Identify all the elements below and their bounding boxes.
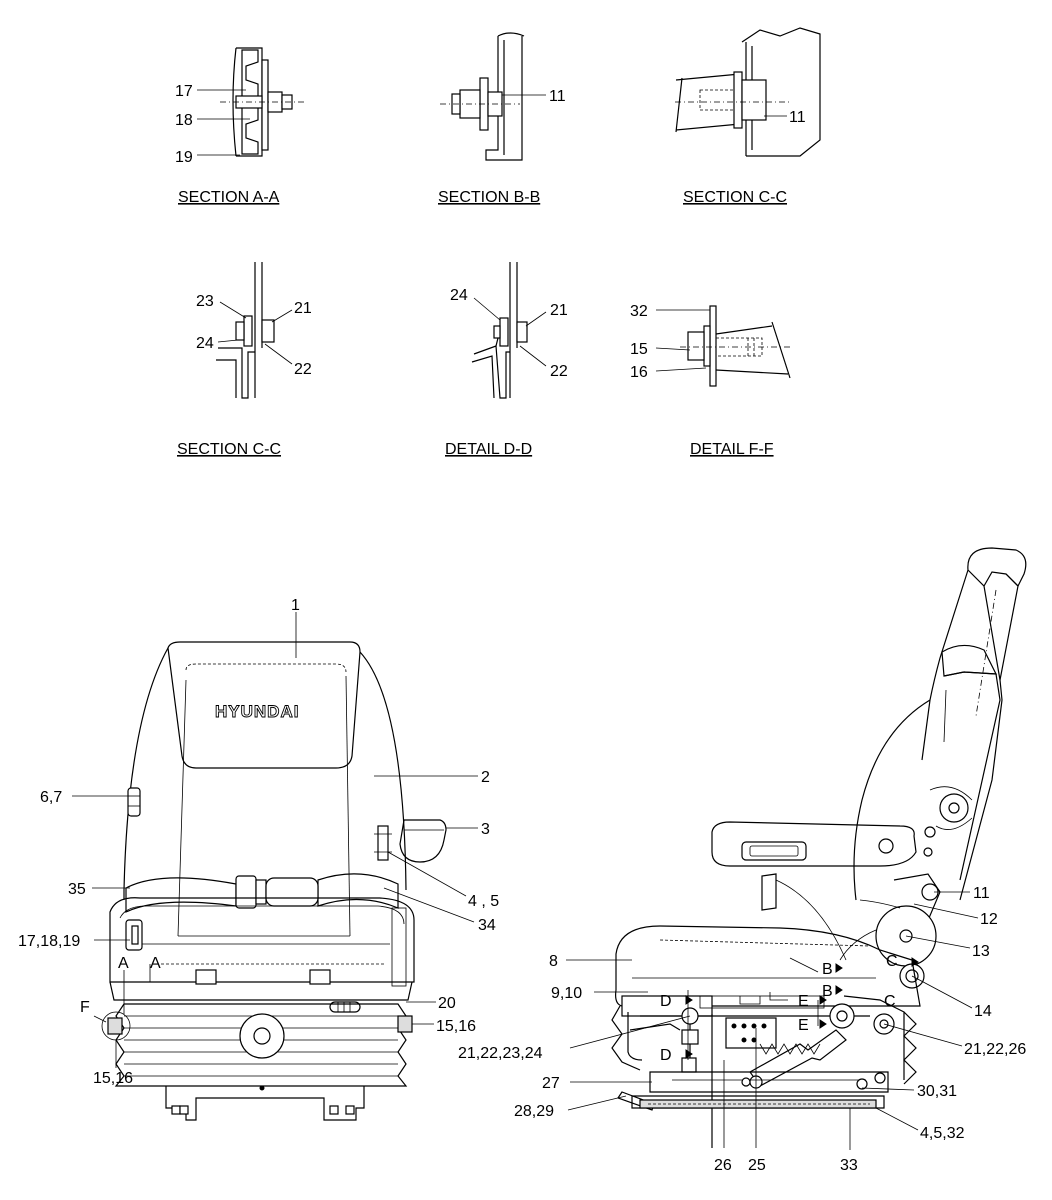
callout-4-5-32: 4,5,32 [920,1125,965,1142]
detail-d-d-title: DETAIL D-D [445,441,532,458]
callout-21-c: 21 [294,300,312,317]
callout-30-31: 30,31 [917,1083,957,1100]
section-a-a-title: SECTION A-A [178,189,280,206]
callout-20: 20 [438,995,456,1012]
callout-1: 1 [291,597,300,614]
section-b-b-title: SECTION B-B [438,189,540,206]
callout-f: F [80,999,90,1016]
section-b-b-drawing [440,32,525,161]
callout-22-c: 22 [294,361,312,378]
section-mark-d-lower: D [660,1047,672,1064]
callout-21-22-26: 21,22,26 [964,1041,1026,1058]
leader-lines-side [566,891,979,1150]
callout-34: 34 [478,917,496,934]
callout-18: 18 [175,112,193,129]
callout-11-c: 11 [789,109,806,126]
callout-14: 14 [974,1003,992,1020]
section-mark-e-lower: E [798,1017,809,1034]
callout-17-18-19: 17,18,19 [18,933,80,950]
section-arrows-side [685,957,919,1059]
detail-d-d-drawing [471,262,528,399]
callout-25: 25 [748,1157,766,1174]
callout-8: 8 [549,953,558,970]
detail-f-f-drawing [680,305,791,387]
callout-13: 13 [972,943,990,960]
callout-12: 12 [980,911,998,928]
callout-3: 3 [481,821,490,838]
callout-21-d: 21 [550,302,568,319]
callout-11-b: 11 [549,88,566,105]
leader-lines-front [72,612,478,1068]
section-c-c-upper-drawing [675,27,821,157]
callout-11-side: 11 [973,885,990,902]
callout-28-29: 28,29 [514,1103,554,1120]
leader-lines-c-c-lower [217,301,293,365]
section-mark-b-upper: B [822,961,833,978]
callout-33: 33 [840,1157,858,1174]
callout-4-5-front: 4 , 5 [468,893,499,910]
callout-24-d: 24 [450,287,468,304]
callout-23: 23 [196,293,214,310]
callout-24-c: 24 [196,335,214,352]
section-c-c-lower-title: SECTION C-C [177,441,281,458]
callout-15-16-right: 15,16 [436,1018,476,1035]
front-view-seat [101,641,447,1121]
callout-22-d: 22 [550,363,568,380]
section-mark-b-lower: B [822,983,833,1000]
section-c-c-upper-title: SECTION C-C [683,189,787,206]
callout-27: 27 [542,1075,560,1092]
leader-lines-a-a [197,89,250,156]
brand-logo: HYUNDAI [215,702,299,721]
callout-6-7: 6,7 [40,789,62,806]
callout-2: 2 [481,769,490,786]
callout-35: 35 [68,881,86,898]
section-mark-a-right: A [150,955,161,972]
callout-26: 26 [714,1157,732,1174]
callout-15-16-left: 15,16 [93,1070,133,1087]
section-a-a-drawing [220,47,305,157]
callout-19: 19 [175,149,193,166]
section-mark-c-lower: C [884,993,896,1010]
section-mark-a-left: A [118,955,129,972]
callout-21-22-23-24: 21,22,23,24 [458,1045,543,1062]
section-mark-d-upper: D [660,993,672,1010]
callout-9-10: 9,10 [551,985,582,1002]
section-c-c-lower-drawing [216,262,275,399]
callout-32-f: 32 [630,303,648,320]
callout-17: 17 [175,83,193,100]
section-mark-c-upper: C [886,953,898,970]
callout-16-f: 16 [630,364,648,381]
section-mark-e-upper: E [798,993,809,1010]
leader-lines-d-d [473,297,547,367]
leader-lines-f-f [655,309,710,372]
detail-f-f-title: DETAIL F-F [690,441,774,458]
side-view-seat [611,547,1027,1148]
callout-15-f: 15 [630,341,648,358]
